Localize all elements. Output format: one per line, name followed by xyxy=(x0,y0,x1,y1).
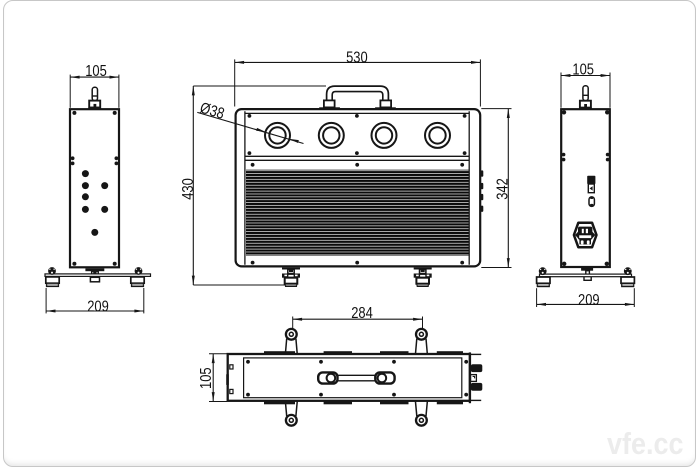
svg-text:342: 342 xyxy=(494,178,511,200)
svg-text:209: 209 xyxy=(578,292,600,309)
svg-text:105: 105 xyxy=(85,63,107,80)
svg-text:530: 530 xyxy=(346,50,368,67)
svg-text:284: 284 xyxy=(351,305,373,322)
svg-text:105: 105 xyxy=(572,61,594,78)
svg-text:Ø38: Ø38 xyxy=(198,100,226,124)
svg-text:105: 105 xyxy=(198,367,215,389)
svg-text:209: 209 xyxy=(87,298,109,315)
svg-text:430: 430 xyxy=(180,178,197,200)
